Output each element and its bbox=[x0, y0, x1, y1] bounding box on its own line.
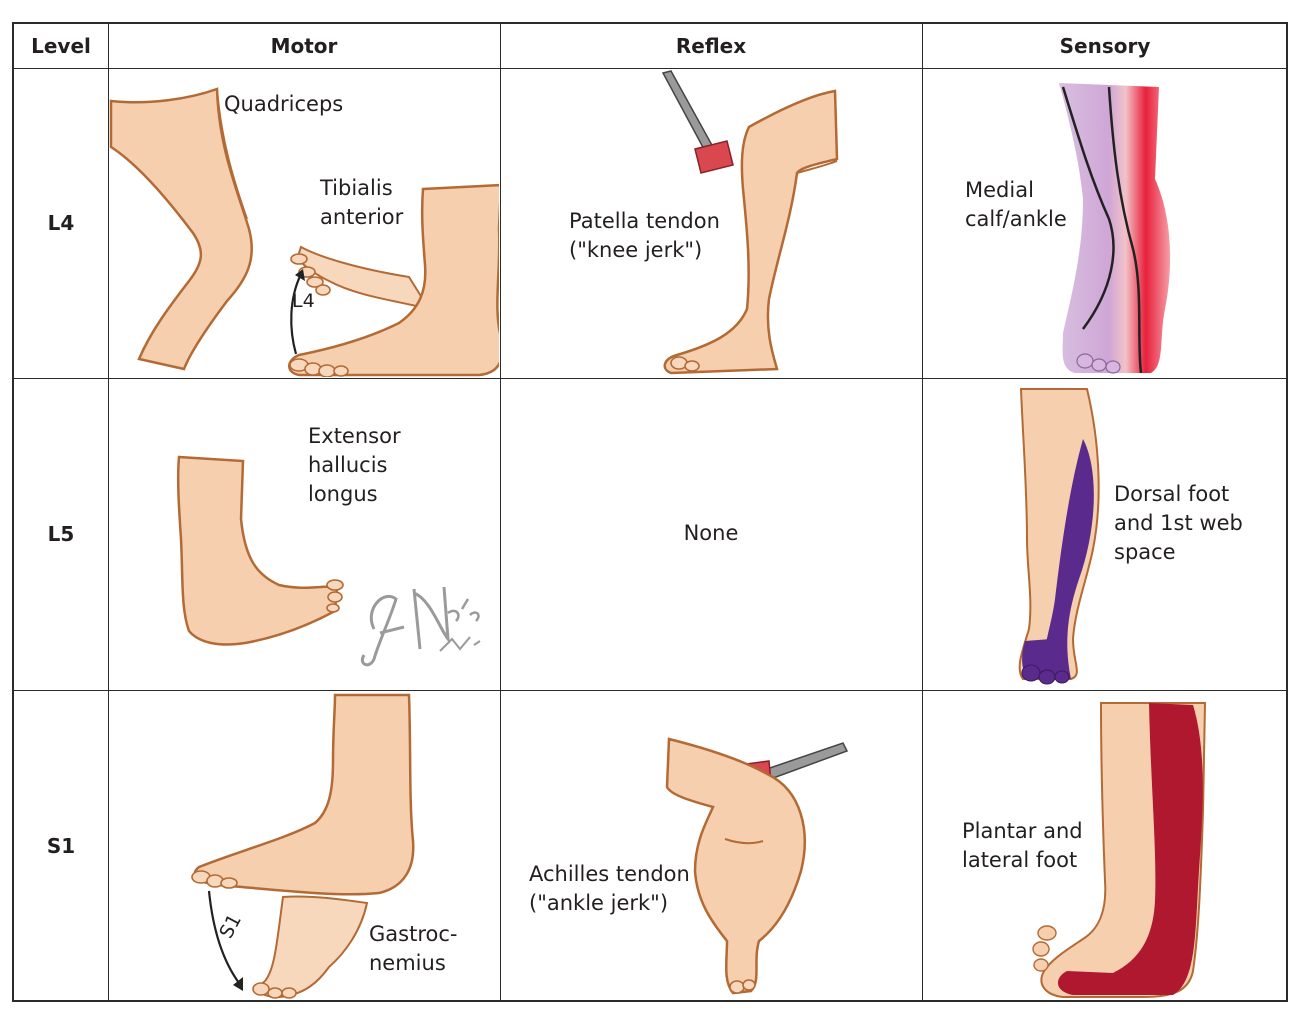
l5-sensory-illustration bbox=[1018, 388, 1100, 685]
s1-sensory-illustration bbox=[1032, 702, 1207, 998]
grid-line bbox=[922, 24, 923, 1000]
l5-motor-extensor-label: Extensor hallucis longus bbox=[308, 424, 401, 506]
l4-sensory-illustration bbox=[1059, 83, 1171, 374]
header-motor: Motor bbox=[270, 34, 338, 58]
l4-motor-quadriceps-label: Quadriceps bbox=[224, 92, 344, 116]
header-level: Level bbox=[31, 34, 91, 58]
grid-line bbox=[14, 690, 1286, 691]
s1-motor-illustration bbox=[191, 693, 415, 999]
grid-line bbox=[14, 68, 1286, 69]
l5-motor-illustration bbox=[176, 455, 344, 646]
l4-motor-tibialis-label: Tibialis anterior bbox=[320, 176, 404, 229]
l4-sensory-label: Medial calf/ankle bbox=[965, 178, 1067, 231]
s1-reflex-label: Achilles tendon ("ankle jerk") bbox=[529, 862, 690, 915]
grid-line bbox=[108, 24, 109, 1000]
grid-line bbox=[14, 378, 1286, 379]
l4-arrow-label: L4 bbox=[292, 290, 315, 312]
s1-motor-gastrocnemius-label: Gastroc- nemius bbox=[369, 922, 458, 975]
l5-reflex-label: None bbox=[683, 521, 739, 545]
grid-line bbox=[500, 24, 501, 1000]
level-s1: S1 bbox=[46, 834, 76, 858]
s1-sensory-label: Plantar and lateral foot bbox=[962, 819, 1083, 872]
l5-sensory-label: Dorsal foot and 1st web space bbox=[1114, 482, 1243, 564]
l4-reflex-illustration bbox=[661, 70, 839, 375]
dermatome-table: Level Motor Reflex Sensory L4 L5 S1 Quad… bbox=[12, 22, 1288, 1002]
level-l5: L5 bbox=[47, 522, 75, 546]
level-l4: L4 bbox=[47, 211, 75, 235]
l4-reflex-label: Patella tendon ("knee jerk") bbox=[569, 209, 720, 262]
l4-motor-illustration bbox=[109, 87, 499, 377]
s1-reflex-illustration bbox=[665, 737, 849, 995]
header-reflex: Reflex bbox=[675, 34, 747, 58]
header-sensory: Sensory bbox=[1059, 34, 1151, 58]
netter-signature bbox=[360, 586, 481, 667]
